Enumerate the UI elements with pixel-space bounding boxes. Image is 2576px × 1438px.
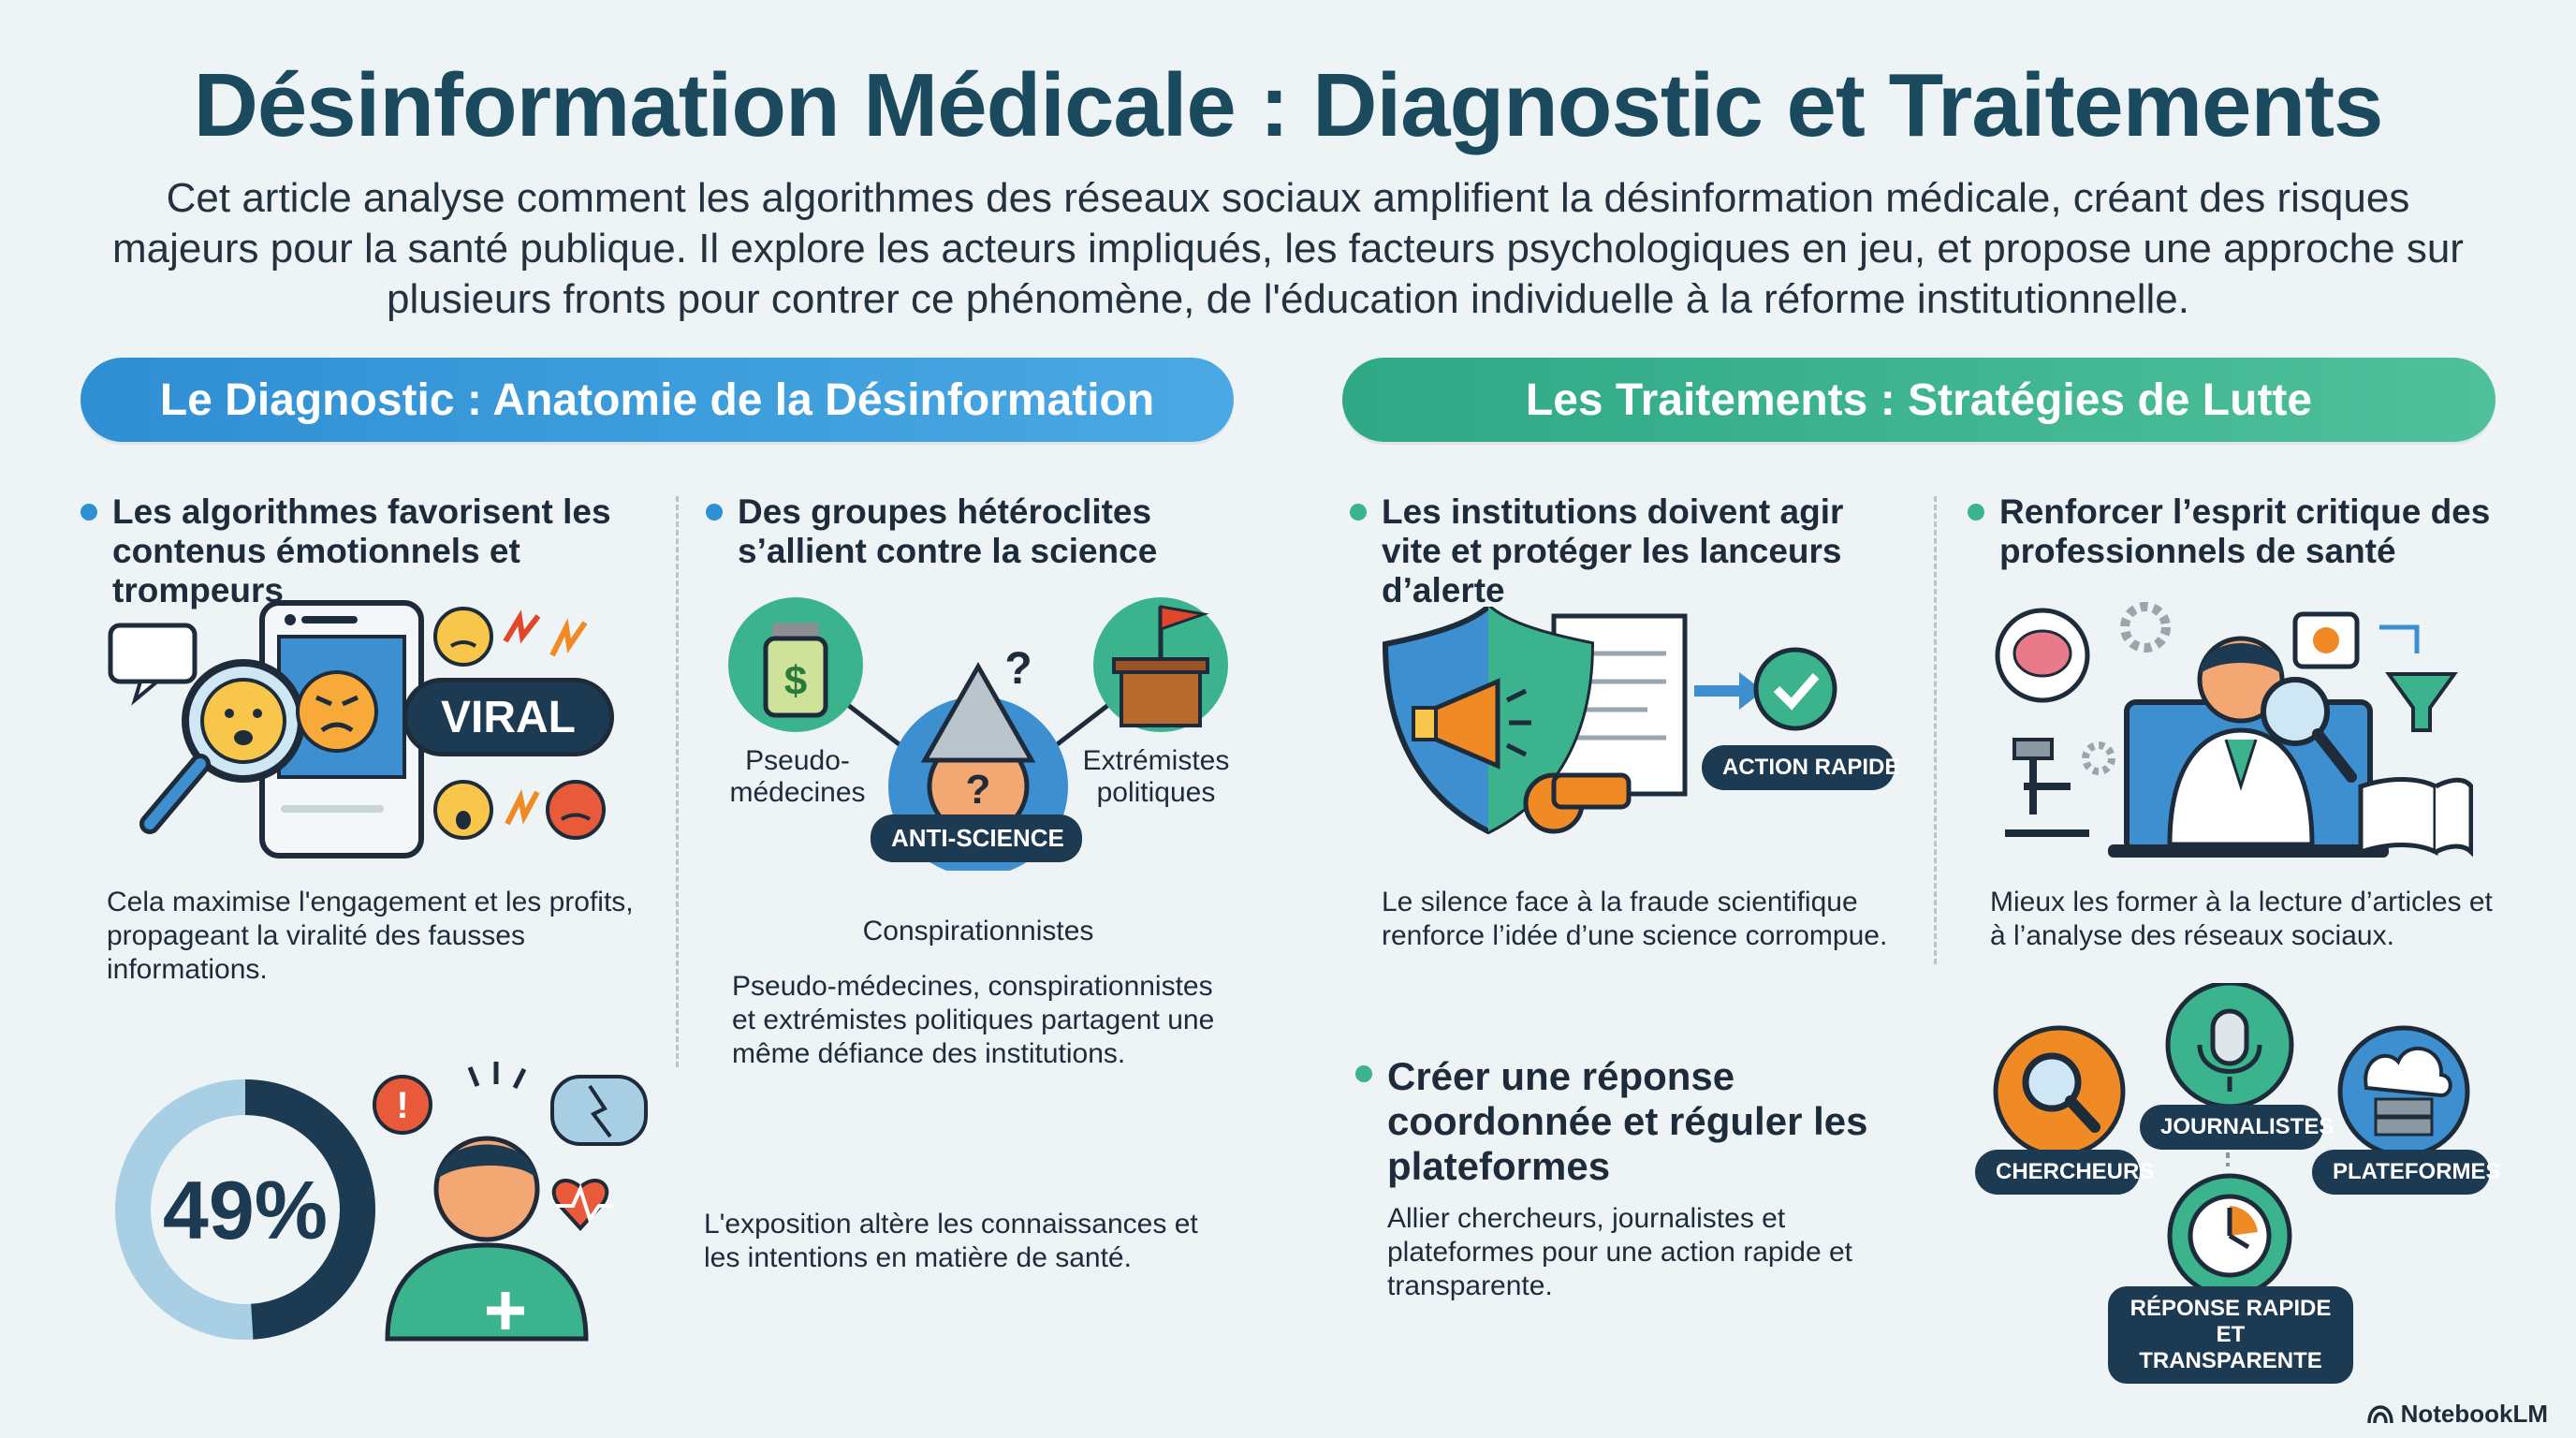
exposure-donut-chart bbox=[115, 1079, 375, 1340]
svg-text:!: ! bbox=[396, 1085, 408, 1126]
exposure-body: L'exposition altère les connaissances et… bbox=[704, 1209, 1198, 1273]
viral-phone-illustration bbox=[108, 600, 606, 858]
algorithms-body: Cela maximise l'engagement et les profit… bbox=[107, 887, 634, 985]
groups-body: Pseudo-médecines, conspirationnistes et … bbox=[732, 971, 1215, 1069]
critical-heading: Renforcer l’esprit critique des professi… bbox=[1968, 492, 2529, 571]
researchers-tag: CHERCHEURS bbox=[1975, 1150, 2154, 1195]
institutions-body: Le silence face à la fraude scientifique… bbox=[1382, 887, 1888, 951]
coordinated-body: Allier chercheurs, journalistes et plate… bbox=[1387, 1203, 1852, 1301]
health-professional-illustration bbox=[1995, 602, 2473, 858]
notebooklm-brand: NotebookLM bbox=[2366, 1400, 2548, 1429]
anti-science-tag: ANTI-SCIENCE bbox=[871, 814, 1082, 862]
algorithms-heading: Les algorithmes favorisent les contenus … bbox=[80, 492, 680, 610]
notebooklm-logo-icon bbox=[2366, 1404, 2393, 1423]
groups-heading: Des groupes hétéroclites s’allient contr… bbox=[706, 492, 1230, 571]
rapid-response-tag: RÉPONSE RAPIDE ET TRANSPARENTE bbox=[2108, 1286, 2353, 1384]
divider-treatments bbox=[1934, 496, 1937, 964]
coordinated-heading: Créer une réponse coordonnée et réguler … bbox=[1355, 1054, 1898, 1189]
intro-paragraph: Cet article analyse comment les algorith… bbox=[112, 175, 2464, 322]
svg-text:?: ? bbox=[1004, 644, 1032, 694]
journalists-tag: JOURNALISTES bbox=[2140, 1105, 2334, 1150]
institutions-heading: Les institutions doivent agir vite et pr… bbox=[1350, 492, 1911, 610]
label-pseudo-medicines: Pseudo-médecines bbox=[729, 745, 866, 808]
platforms-tag: PLATEFORMES bbox=[2312, 1150, 2501, 1195]
critical-body: Mieux les former à la lecture d’articles… bbox=[1990, 887, 2493, 951]
label-conspiracists: Conspirationnistes bbox=[862, 916, 1094, 946]
diagnostic-banner: Le Diagnostic : Anatomie de la Désinform… bbox=[80, 358, 1234, 442]
svg-text:$: $ bbox=[784, 658, 807, 704]
treatments-banner: Les Traitements : Stratégies de Lutte bbox=[1342, 358, 2496, 442]
action-rapide-tag: ACTION RAPIDE bbox=[1702, 745, 1899, 790]
shield-whistle-illustration bbox=[1382, 607, 1837, 835]
label-political-extremists: Extrémistes politiques bbox=[1082, 745, 1230, 808]
brand-label: NotebookLM bbox=[2400, 1400, 2548, 1428]
page-title: Désinformation Médicale : Diagnostic et … bbox=[193, 55, 2384, 155]
viral-badge: VIRAL bbox=[402, 678, 614, 756]
exposure-stat: 49% bbox=[162, 1164, 329, 1256]
divider-diagnostic bbox=[676, 496, 679, 1067]
stressed-person-illustration: ! bbox=[373, 1062, 648, 1342]
svg-text:?: ? bbox=[966, 767, 991, 813]
